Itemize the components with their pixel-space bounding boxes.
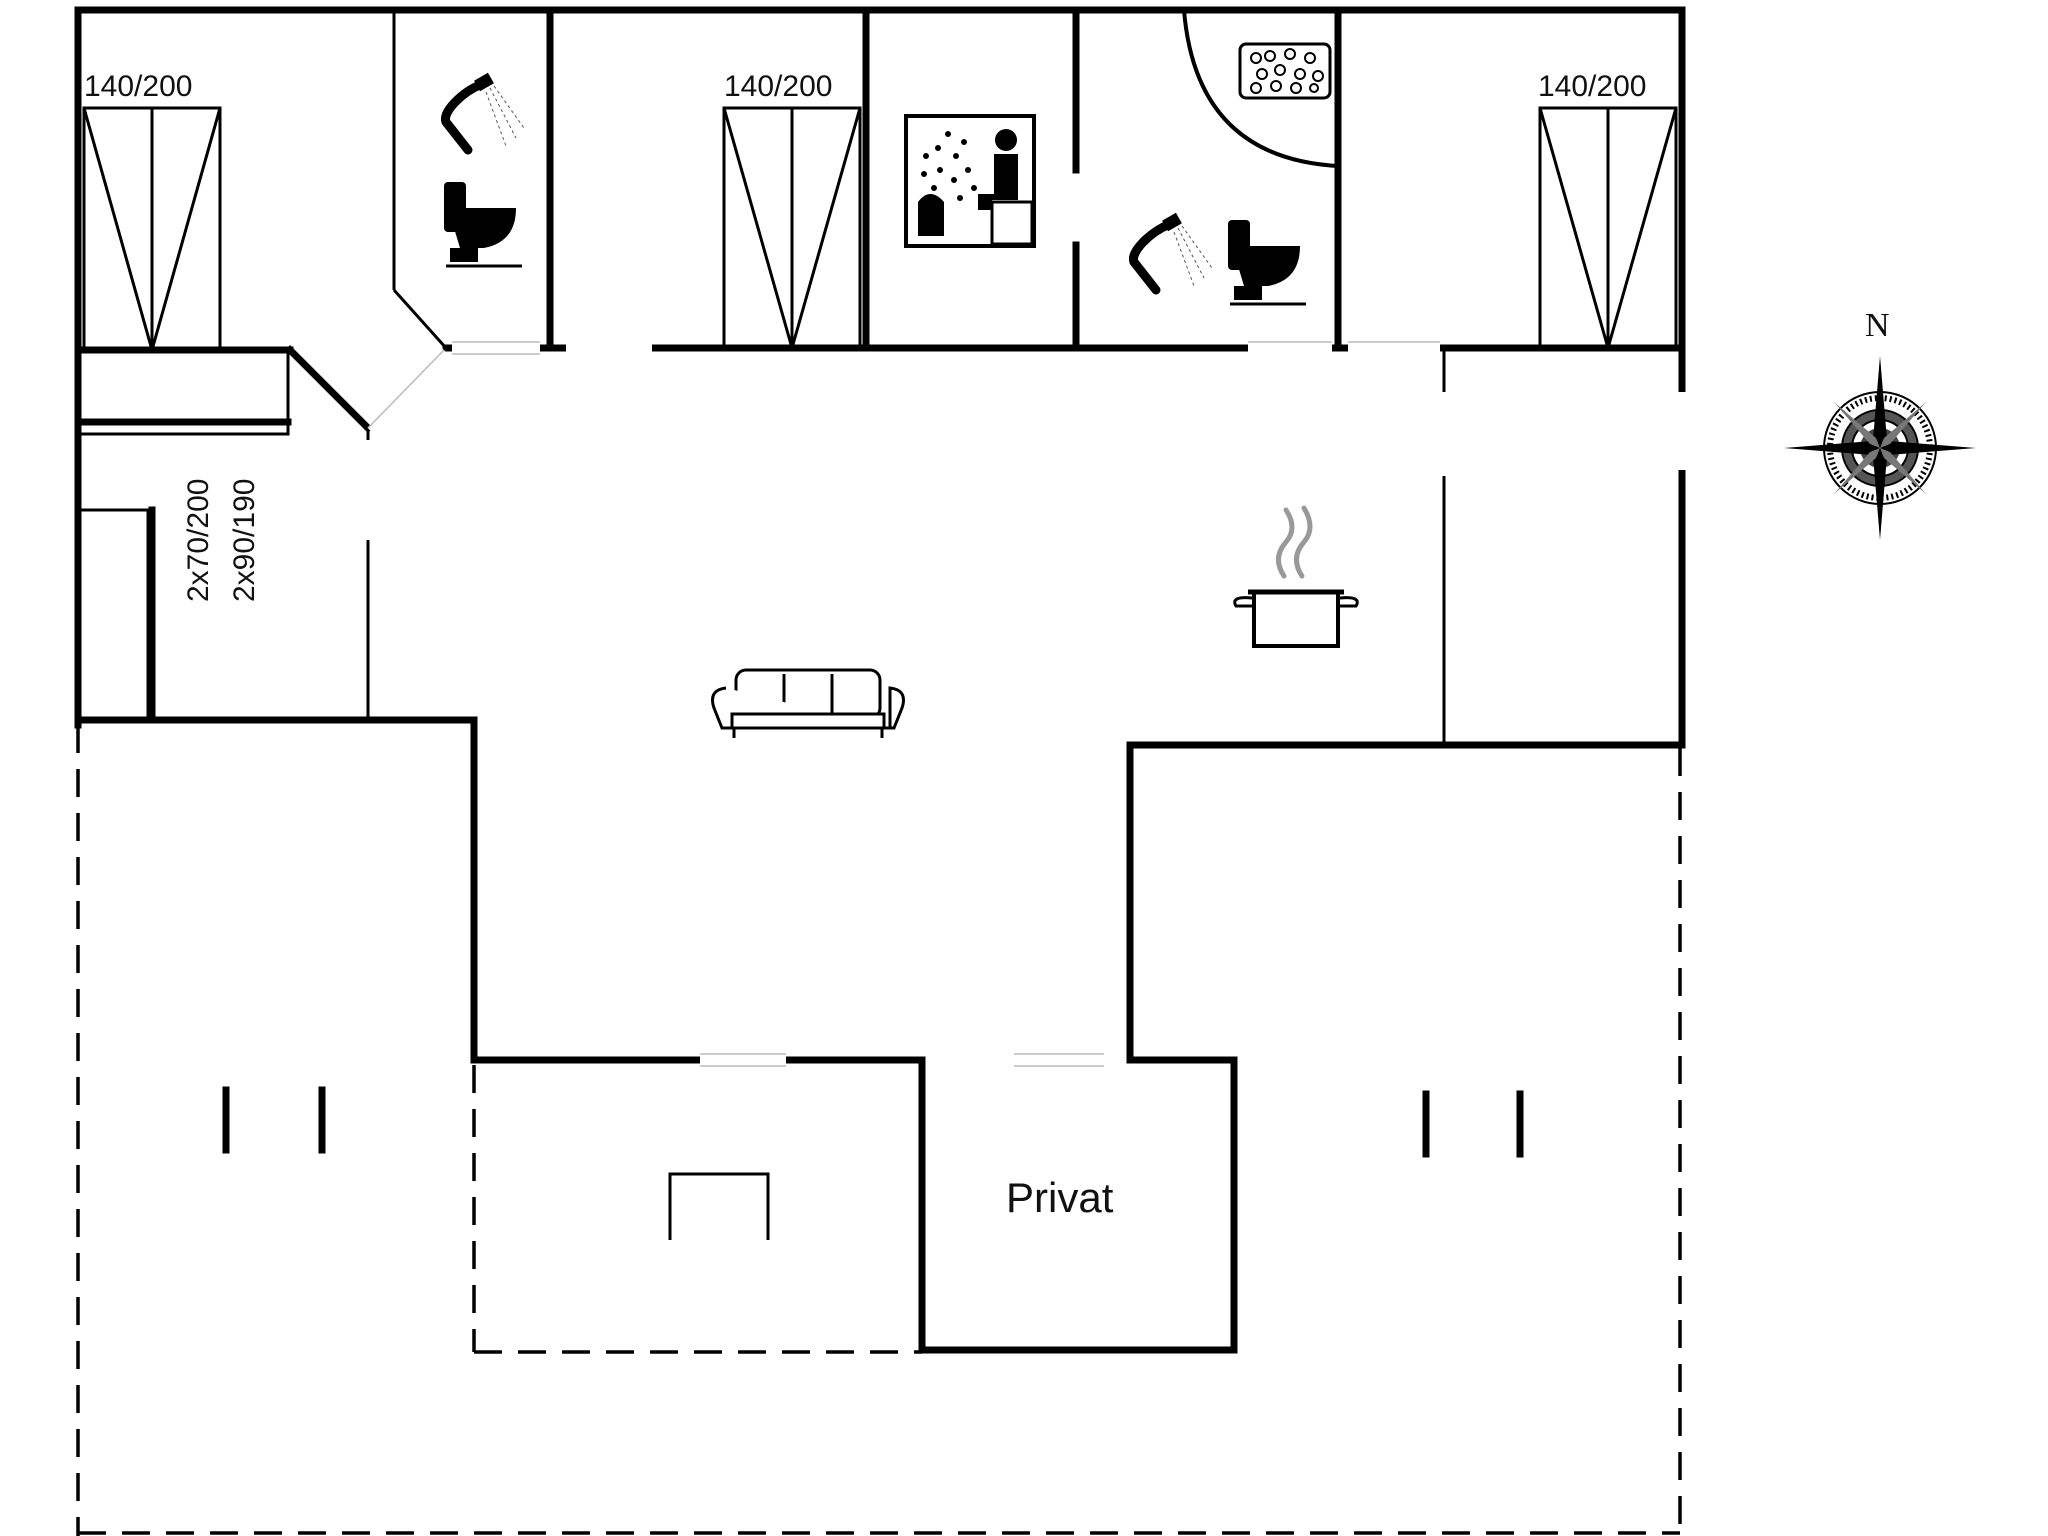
openings	[362, 341, 1688, 1067]
bed-2	[722, 106, 862, 350]
sauna-icon	[904, 114, 1036, 248]
cooking-pot-icon	[1233, 505, 1359, 648]
shower-icon	[441, 72, 525, 155]
bed-size-label-3: 140/200	[1538, 70, 1646, 103]
terrace-outline	[76, 725, 1682, 1536]
bed-1	[82, 106, 222, 352]
compass-icon	[1784, 356, 1976, 540]
bed-size-label-2: 140/200	[724, 70, 832, 103]
toilet-icon	[1228, 220, 1306, 306]
shower-icon	[1129, 212, 1213, 295]
bed-3	[1538, 106, 1678, 350]
interior-walls	[74, 6, 1684, 745]
bunk-size-label-2: 2x90/190	[228, 479, 261, 602]
bunk-size-label-1: 2x70/200	[182, 479, 215, 602]
sofa-icon	[711, 668, 905, 738]
terrace-furniture	[222, 1086, 1524, 1240]
privat-label: Privat	[1006, 1174, 1114, 1221]
compass-north-label: N	[1865, 307, 1890, 344]
spa-icon	[1182, 9, 1339, 168]
bed-size-label-1: 140/200	[84, 70, 192, 103]
exterior-walls	[74, 6, 1686, 1354]
toilet-icon	[444, 182, 522, 268]
